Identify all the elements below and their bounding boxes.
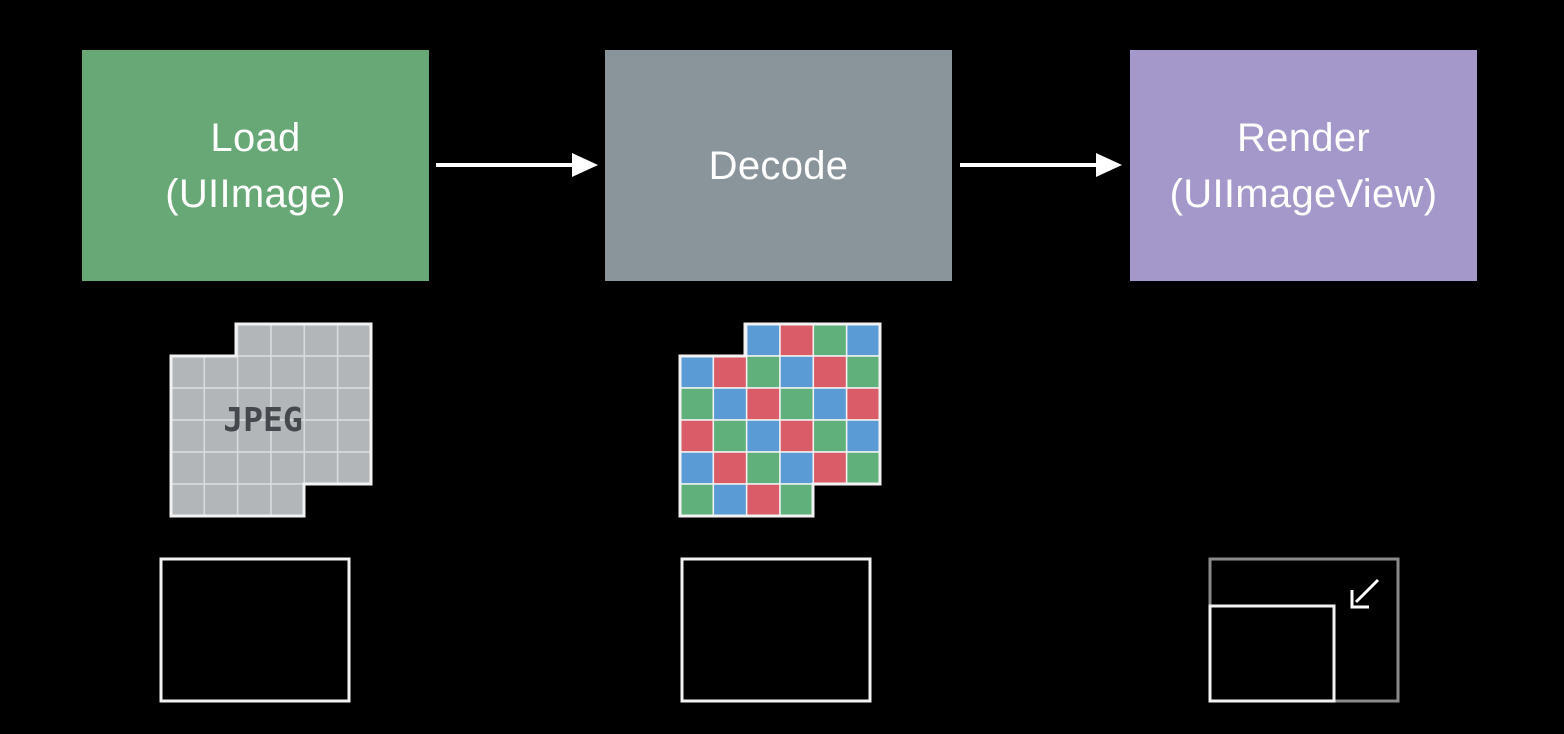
pixel-cell (779, 355, 815, 389)
pixel-cell (845, 355, 881, 389)
pixel-cell (745, 323, 781, 357)
pixel-cell (712, 451, 748, 485)
jpeg-cell (203, 355, 239, 389)
jpeg-cell (303, 419, 339, 453)
pixel-cell (745, 483, 781, 517)
pixel-cell (745, 355, 781, 389)
render-scaled-frame (1208, 604, 1336, 703)
pixel-cell (812, 387, 848, 421)
jpeg-cell (236, 483, 272, 517)
pixel-cell (812, 355, 848, 389)
pixel-cell (679, 451, 715, 485)
pixel-cell (812, 323, 848, 357)
load-step-box: Load (UIImage) (82, 50, 429, 281)
pixel-cell (779, 387, 815, 421)
decode-step-title: Decode (708, 143, 849, 188)
jpeg-cell (336, 323, 372, 357)
pixel-cell (845, 323, 881, 357)
jpeg-cell (236, 323, 272, 357)
pixel-outline (678, 322, 882, 518)
decoded-pixels-graphic (678, 322, 882, 518)
pixel-cell (779, 451, 815, 485)
jpeg-cell (170, 419, 206, 453)
pixel-cell (812, 419, 848, 453)
pixel-cell (845, 387, 881, 421)
pixel-cell (779, 483, 815, 517)
jpeg-cell (270, 355, 306, 389)
pixel-cell (712, 419, 748, 453)
pixel-cell (745, 419, 781, 453)
jpeg-cell (236, 451, 272, 485)
pixel-cell (712, 355, 748, 389)
pixel-cell (679, 483, 715, 517)
jpeg-cell (170, 451, 206, 485)
arrow-down-left-icon (1350, 578, 1380, 609)
jpeg-cell (270, 387, 306, 421)
jpeg-cell (336, 451, 372, 485)
jpeg-cell (303, 387, 339, 421)
pixel-cell (779, 419, 815, 453)
pixel-cell (845, 419, 881, 453)
jpeg-cell (270, 323, 306, 357)
render-step-subtitle: (UIImageView) (1169, 171, 1438, 216)
load-step-title: Load (210, 115, 301, 160)
jpeg-cell (236, 355, 272, 389)
jpeg-cell (336, 355, 372, 389)
jpeg-cell (303, 451, 339, 485)
jpeg-label: JPEG (223, 400, 302, 439)
render-outer-frame (1208, 557, 1400, 703)
pixel-cell (845, 451, 881, 485)
pixel-cell (745, 387, 781, 421)
pixel-cell (812, 451, 848, 485)
jpeg-cell (303, 355, 339, 389)
pixel-cell (745, 451, 781, 485)
render-step-title: Render (1237, 115, 1370, 160)
pixel-cell (712, 387, 748, 421)
jpeg-cell (170, 387, 206, 421)
jpeg-cell (203, 451, 239, 485)
jpeg-cell (336, 387, 372, 421)
jpeg-cell (203, 483, 239, 517)
render-step-box: Render (UIImageView) (1130, 50, 1477, 281)
load-image-frame (159, 557, 351, 703)
jpeg-data-graphic: JPEG (169, 322, 373, 518)
jpeg-cell (270, 483, 306, 517)
jpeg-cell (303, 323, 339, 357)
jpeg-cell (170, 483, 206, 517)
pixel-cell (679, 387, 715, 421)
jpeg-cell (170, 355, 206, 389)
decode-image-frame (680, 557, 872, 703)
render-image-frame (1208, 557, 1400, 703)
jpeg-cell (336, 419, 372, 453)
pixel-cell (712, 483, 748, 517)
jpeg-cell (270, 451, 306, 485)
arrow-right-icon (436, 153, 598, 177)
pixel-cell (779, 323, 815, 357)
decode-step-box: Decode (605, 50, 952, 281)
load-step-subtitle: (UIImage) (165, 171, 346, 216)
jpeg-outline (169, 322, 373, 518)
pixel-cell (679, 419, 715, 453)
arrow-right-icon (960, 153, 1122, 177)
jpeg-cell (270, 419, 306, 453)
pixel-cell (679, 355, 715, 389)
pixel-grid-cells (679, 323, 881, 517)
